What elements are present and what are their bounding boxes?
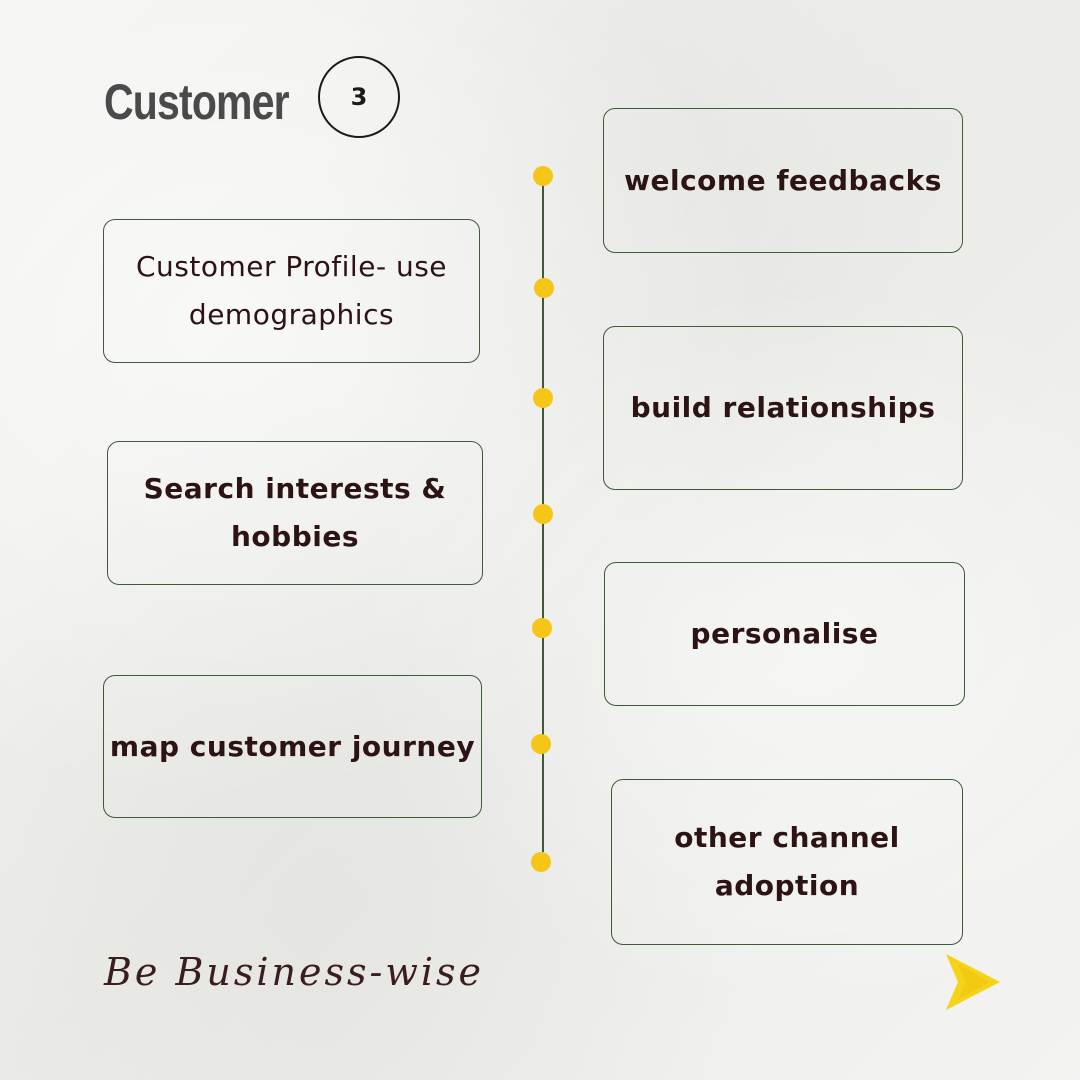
card-text: build relationships: [630, 391, 936, 424]
card-map-journey: map customer journey: [103, 675, 482, 818]
card-search-interests: Search interests & hobbies: [107, 441, 483, 585]
card-customer-profile: Customer Profile- use demographics: [103, 219, 480, 363]
card-text: map customer journey: [109, 729, 476, 763]
footer-tagline: Be Business-wise: [104, 950, 485, 994]
card-personalise: personalise: [604, 562, 965, 706]
timeline-dot: [531, 734, 551, 754]
timeline-dot: [532, 618, 552, 638]
page-title: Customer: [104, 74, 290, 130]
card-text: Search interests & hobbies: [143, 472, 447, 553]
timeline-dot: [533, 504, 553, 524]
card-text: welcome feedbacks: [624, 163, 942, 197]
timeline-dot: [533, 388, 553, 408]
timeline-dot: [533, 166, 553, 186]
card-text: Customer Profile- use demographics: [135, 250, 448, 331]
page-number-badge: 3: [318, 56, 400, 138]
card-build-relationships: build relationships: [603, 326, 963, 490]
arrow-right-icon[interactable]: [942, 952, 1002, 1012]
card-text: personalise: [690, 617, 879, 650]
card-text: other channel adoption: [674, 821, 900, 902]
card-welcome-feedbacks: welcome feedbacks: [603, 108, 963, 253]
card-other-channel: other channel adoption: [611, 779, 963, 945]
timeline-dot: [534, 278, 554, 298]
timeline-dot: [531, 852, 551, 872]
